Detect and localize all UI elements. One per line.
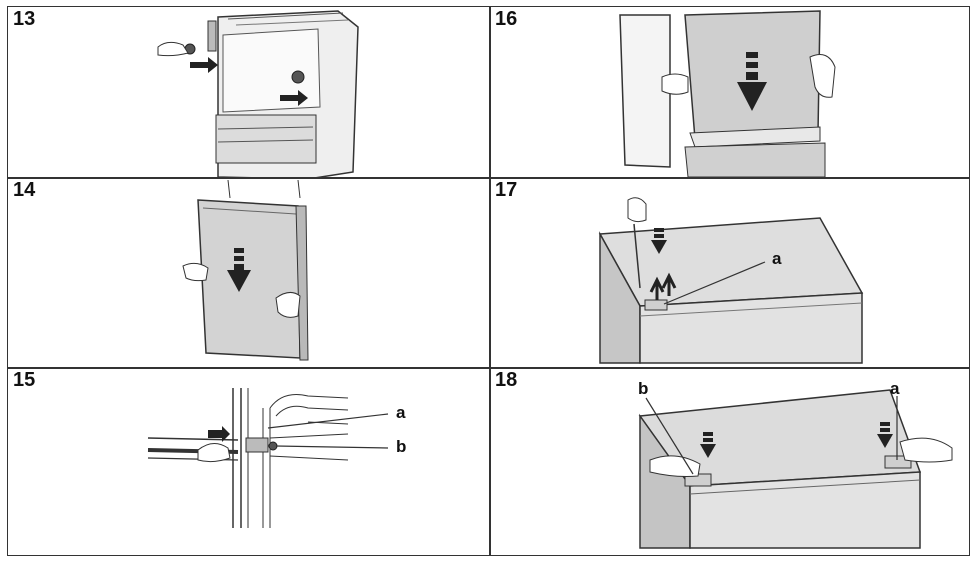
arrow-down-icon (737, 82, 767, 111)
step-number: 16 (495, 8, 518, 30)
door-lowering-illustration (182, 179, 309, 361)
panel-step-16: 16 (490, 7, 971, 177)
panel-step-18: 18 b a (490, 368, 971, 557)
hinge-removal-illustration (157, 10, 359, 177)
callout-b: b (638, 379, 649, 398)
callout-a: a (890, 379, 900, 398)
arrow-down-icon (700, 444, 716, 458)
arrow-icon (190, 57, 218, 73)
callout-a: a (772, 249, 782, 268)
arrow-up-icon (661, 272, 677, 296)
arrow-up-icon (649, 276, 665, 300)
panel-step-13: 13 (8, 7, 489, 177)
arrow-icon (208, 426, 230, 442)
divider-vertical (489, 7, 491, 555)
top-cover-screw-illustration (598, 197, 864, 364)
divider-row-2 (8, 367, 969, 369)
panel-step-15: 15 a b (8, 368, 489, 557)
arrow-down-icon (651, 240, 667, 254)
step-number: 15 (13, 369, 36, 391)
divider-row-1 (8, 177, 969, 179)
callout-b: b (396, 437, 407, 456)
step-number: 14 (13, 179, 36, 201)
arrow-down-icon (877, 434, 893, 448)
arrow-down-icon (227, 270, 251, 292)
arrow-icon (280, 90, 308, 106)
step-number: 13 (13, 8, 36, 30)
panel-step-14: 14 (8, 178, 489, 367)
step-number: 18 (495, 369, 518, 391)
door-mounting-illustration (619, 10, 836, 177)
panel-step-17: 17 a (490, 178, 971, 367)
step-number: 17 (495, 179, 518, 201)
callout-a: a (396, 403, 406, 422)
top-cover-placement-illustration (638, 389, 953, 549)
instruction-grid: 13 16 (7, 6, 970, 556)
hinge-fitting-illustration (147, 388, 389, 528)
